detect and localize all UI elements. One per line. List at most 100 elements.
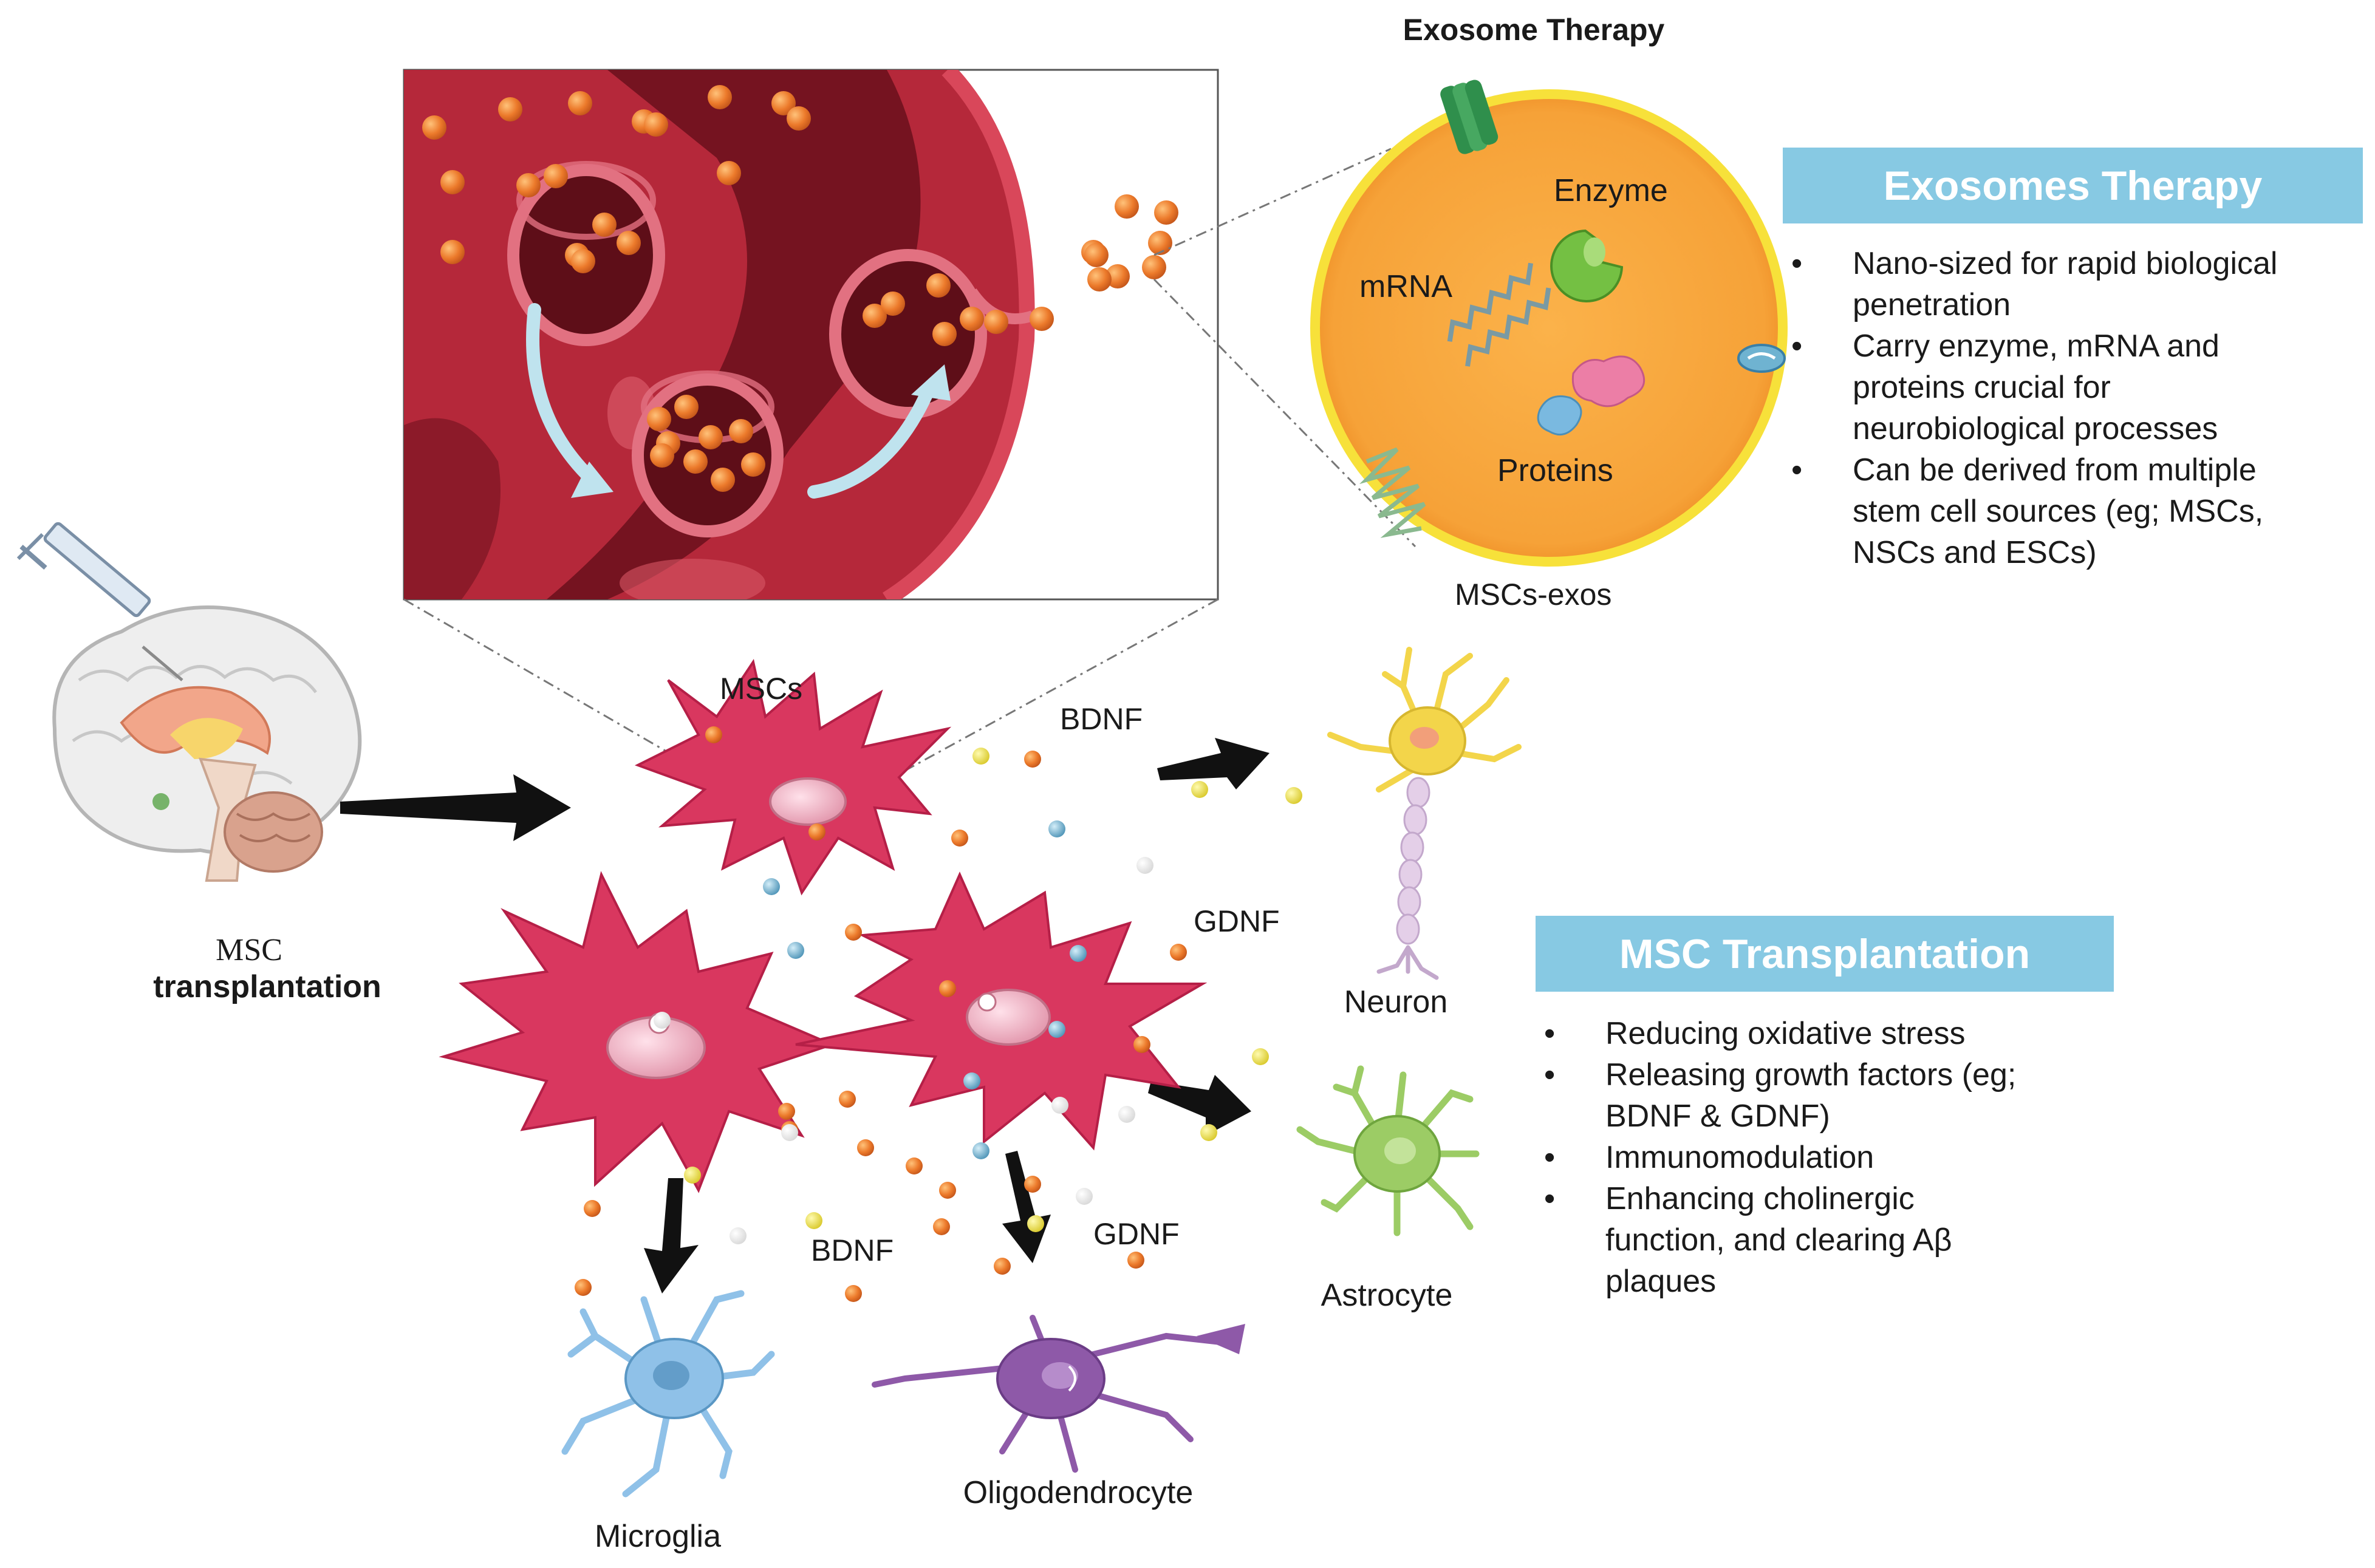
particle [683, 449, 708, 474]
bullet-marker: • [1791, 329, 1803, 364]
particle [1027, 1215, 1044, 1232]
particle [845, 1285, 862, 1302]
particle [926, 273, 951, 298]
particle [933, 1218, 950, 1235]
exosome-therapy-title: Exosome Therapy [1403, 13, 1665, 47]
particle [647, 407, 671, 431]
exosomes-therapy-header: Exosomes Therapy [1783, 148, 2363, 223]
particle [684, 1167, 701, 1184]
trafficking-arrow-1 [526, 303, 599, 486]
enzyme-label: Enzyme [1554, 173, 1668, 208]
particle [781, 1124, 798, 1141]
exosomes-therapy-bullet-item: • Carry enzyme, mRNA and proteins crucial … [1783, 326, 2366, 449]
particle [863, 304, 887, 328]
particle [857, 1139, 874, 1156]
particle [568, 91, 592, 115]
oligodendrocyte-label: Oligodendrocyte [963, 1475, 1194, 1510]
particle [787, 942, 804, 959]
particle [1127, 1252, 1144, 1269]
oligodendrocyte-cell [872, 1315, 1245, 1473]
particle [498, 97, 522, 121]
trafficking-arrow-2 [807, 388, 933, 499]
microglia-cell [561, 1290, 775, 1498]
membrane-protein-icon [1737, 344, 1786, 373]
particle [787, 106, 811, 131]
exosomes-therapy-bullet-line: proteins crucial for [1853, 370, 2111, 405]
proteins-label: Proteins [1497, 453, 1613, 488]
particle [1191, 781, 1208, 798]
particle [1024, 751, 1041, 768]
particle [571, 249, 595, 273]
flow-arrows [340, 738, 1270, 1294]
msc-transplantation-label-line2: transplantation [153, 969, 381, 1004]
particle [575, 1279, 592, 1296]
astrocyte-cell [1296, 1065, 1480, 1236]
neuron-label: Neuron [1344, 984, 1448, 1020]
msc-transplantation-bullet-line: Releasing growth factors (eg; [1605, 1057, 2017, 1092]
particle [805, 1212, 822, 1229]
particle [1170, 944, 1187, 961]
particle [960, 307, 984, 331]
particle [1133, 1036, 1150, 1053]
particle [699, 425, 723, 449]
particle [717, 161, 741, 185]
msc-transplantation-bullet-line: plaques [1605, 1264, 1717, 1299]
enzyme-icon [1550, 229, 1624, 302]
bullet-marker: • [1544, 1016, 1556, 1051]
trafficking-arrowhead-1 [571, 462, 613, 498]
particle [763, 878, 780, 895]
particle [963, 1072, 980, 1089]
exosomes-therapy-bullet-line: Carry enzyme, mRNA and [1853, 329, 2220, 364]
particle [650, 443, 674, 468]
particle [972, 748, 989, 765]
msc-transplantation-bullet-line: Enhancing cholinergic [1605, 1181, 1915, 1216]
particle [1154, 200, 1178, 225]
particle [654, 1012, 671, 1029]
secreted-factor-particles [575, 726, 1302, 1302]
particle [1148, 231, 1172, 255]
blood-vessel-inset [403, 69, 1219, 601]
particle [730, 1227, 747, 1244]
particle [771, 91, 796, 115]
particle [1142, 255, 1166, 279]
particle [1105, 264, 1130, 288]
msc-cell-2 [439, 871, 836, 1193]
particle [1087, 267, 1112, 291]
msc-transplantation-bullet-item: •Reducing oxidative stress [1536, 1013, 2119, 1054]
particle [845, 924, 862, 941]
transmembrane-receptor-icon [1359, 447, 1426, 538]
msc-transplantation-bullet-item: •Immunomodulation [1536, 1137, 2119, 1178]
exosomes-therapy-bullet-line: Can be derived from multiple [1853, 452, 2257, 488]
microglia-label: Microglia [594, 1519, 722, 1554]
particle [939, 1182, 956, 1199]
arrow-to-astrocyte [1148, 1075, 1251, 1136]
exosomes-therapy-bullet-item: • Can be derived from multiple stem cell s… [1783, 449, 2366, 573]
exosome-structure [1310, 80, 1788, 567]
particle [729, 419, 753, 443]
particle [1070, 945, 1087, 962]
particle [808, 823, 825, 840]
particle [516, 173, 541, 197]
neuron-axon [1396, 777, 1430, 945]
trafficking-arrowhead-2 [911, 364, 951, 401]
particle [1136, 857, 1153, 874]
msc-transplantation-bullet-item: •Releasing growth factors (eg;BDNF & GDN… [1536, 1054, 2119, 1137]
bullet-marker: • [1544, 1181, 1556, 1216]
bullet-marker: • [1791, 452, 1803, 488]
bullet-marker: • [1544, 1140, 1556, 1175]
astrocyte-label: Astrocyte [1321, 1278, 1453, 1313]
particle [674, 395, 699, 419]
gdnf-label-bottom: GDNF [1093, 1217, 1180, 1251]
particle [1076, 1188, 1093, 1205]
particle [1200, 1124, 1217, 1141]
exosomes-therapy-bullet-line: stem cell sources (eg; MSCs, [1853, 494, 2264, 529]
particle [994, 1258, 1011, 1275]
particle [881, 291, 905, 316]
particle [592, 213, 617, 237]
particle [932, 322, 957, 346]
vessel-exosome-particles [422, 85, 1178, 492]
